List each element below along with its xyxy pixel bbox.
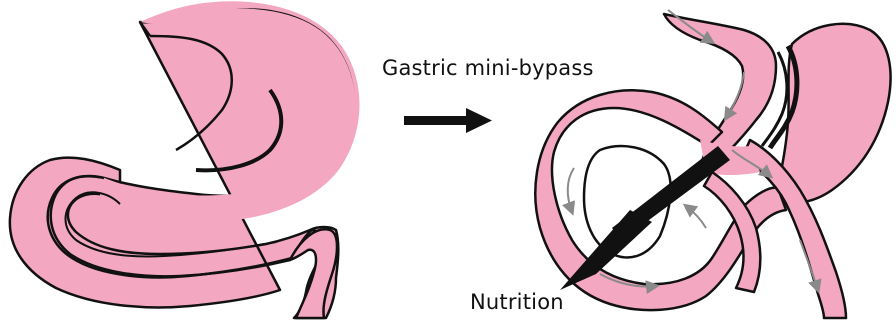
normal-stomach: [10, 7, 357, 318]
procedure-label: Gastric mini-bypass: [382, 56, 594, 80]
flow-arrow-loop: [568, 168, 574, 212]
right-arrow-icon: [404, 108, 492, 133]
nutrition-label: Nutrition: [470, 290, 564, 314]
flow-arrow-limb: [686, 206, 706, 228]
normal-stomach-figure: [10, 1, 360, 318]
